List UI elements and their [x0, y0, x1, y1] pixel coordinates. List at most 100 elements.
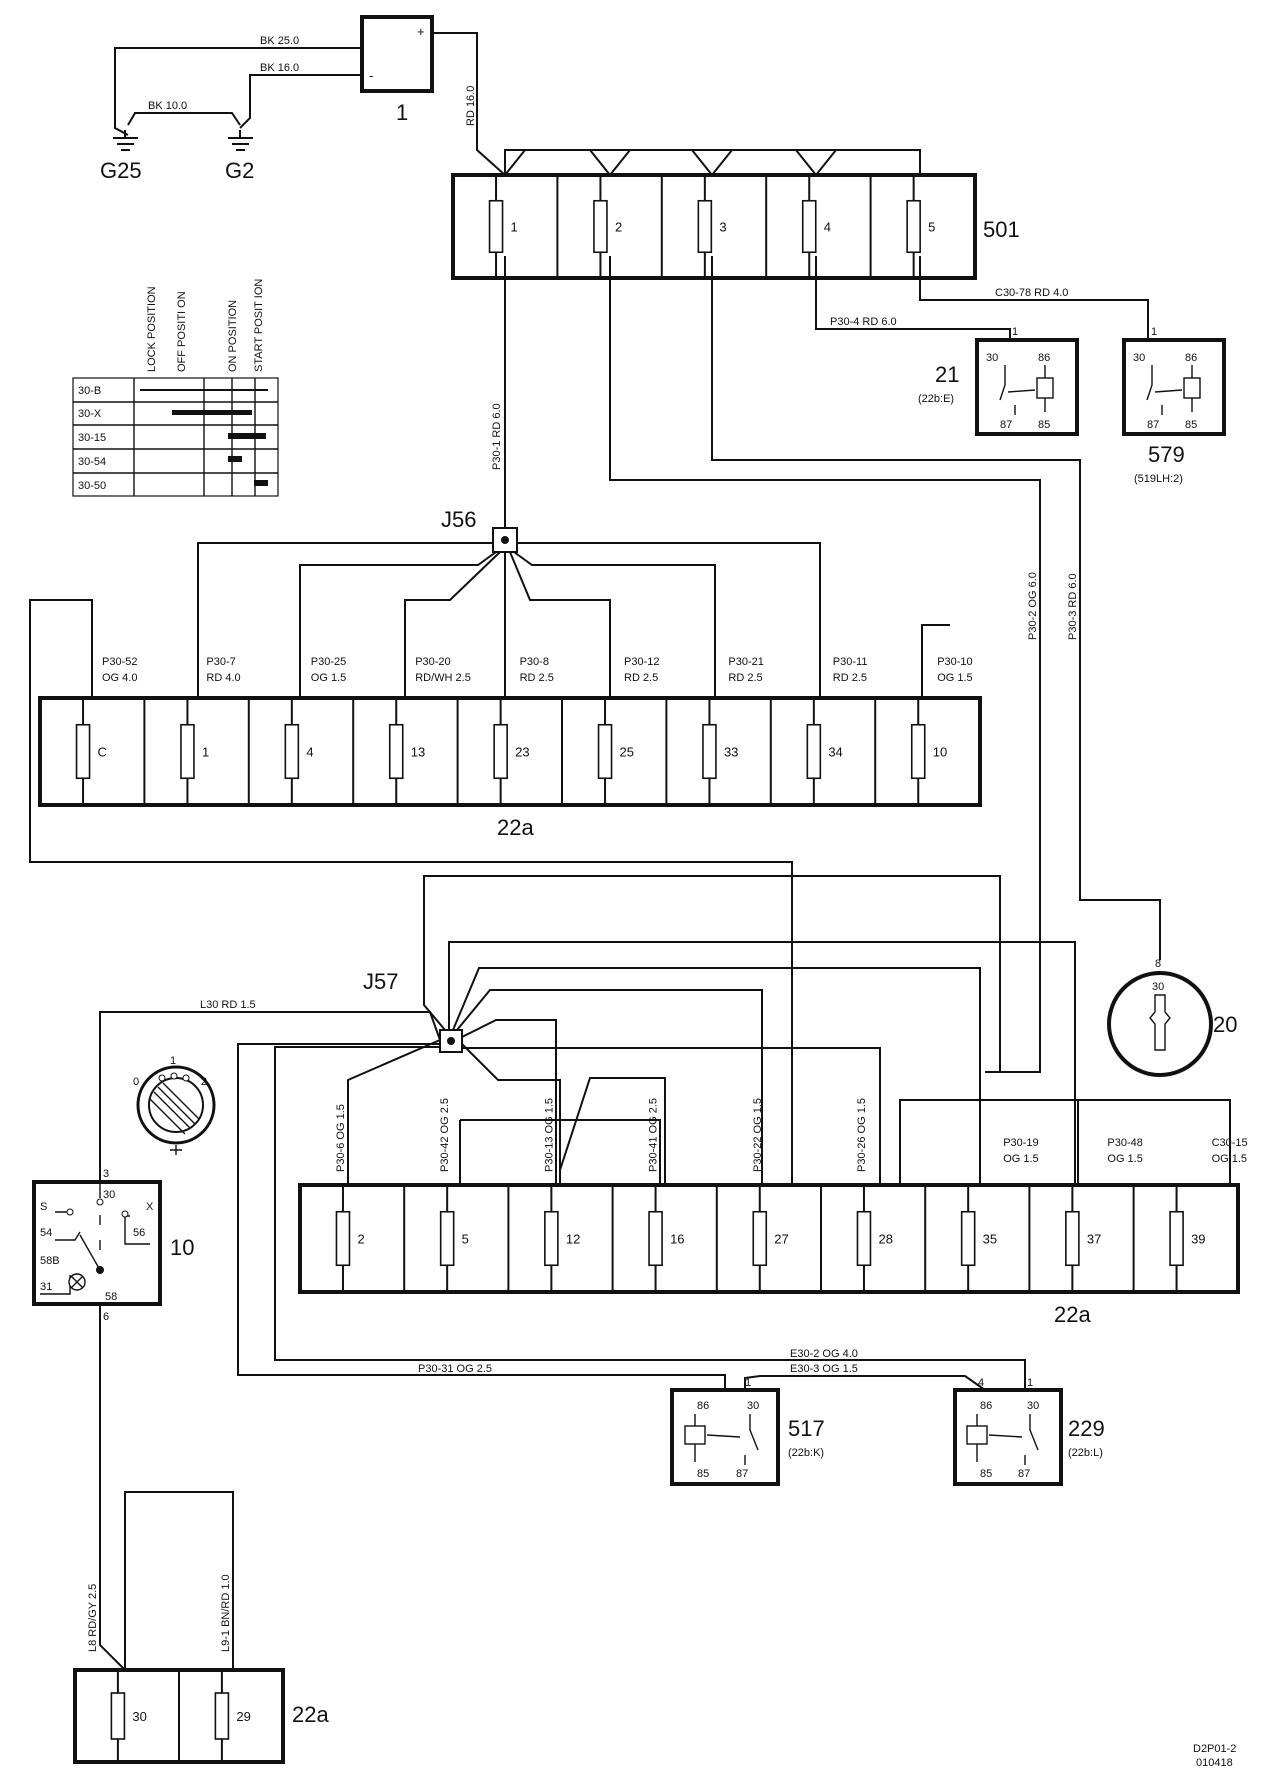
- wire-rd16-label: RD 16.0: [465, 86, 477, 126]
- fusebox-22a-top-fuse-number: 1: [202, 745, 209, 760]
- fusebox-22a-bottom-fuse-number: 5: [462, 1232, 469, 1247]
- relay-21-coil-icon: [1036, 377, 1054, 399]
- junction-j57-label: J57: [363, 969, 398, 994]
- fusebox-22a-bottom-wire-code: C30-15: [1212, 1137, 1248, 1149]
- fusebox-22a-top-fuse-number: 33: [724, 745, 738, 760]
- relay-517-pin-86: 86: [697, 1400, 709, 1412]
- wire-rd16: [432, 32, 506, 176]
- fusebox-22a-bottom-wire-label: P30-13 OG 1.5: [543, 1098, 555, 1172]
- ground-g2-icon: [228, 130, 253, 151]
- ground-g25-label: G25: [100, 158, 142, 183]
- fusebox-22a-bottom-wire-label: P30-41 OG 2.5: [648, 1098, 660, 1172]
- fusebox-22a-top-fuse-number: 13: [411, 745, 425, 760]
- fusebox-22a-top-fuse-8-icon: [910, 723, 926, 780]
- wire-c30-78: [919, 256, 1149, 340]
- wire-p30-2-label: P30-2 OG 6.0: [1027, 572, 1039, 640]
- relay-579-pin-85: 85: [1185, 419, 1197, 431]
- fusebox-22a-top-wire-spec: RD 4.0: [206, 672, 240, 684]
- relay-579-pin-30: 30: [1133, 352, 1145, 364]
- relay-579-ref: (519LH:2): [1134, 473, 1183, 485]
- fusebox-22a-bottom-fuse-3-icon: [648, 1210, 663, 1267]
- fusebox-22a-top-wire-code: P30-10: [937, 656, 972, 668]
- relay-229-switch-icon: [976, 1414, 1039, 1465]
- ground-g2-label: G2: [225, 158, 254, 183]
- fusebox-22a-bottom-wire-code: P30-48: [1107, 1137, 1142, 1149]
- wire-l8: [99, 1304, 126, 1671]
- wire-p30-31-label: P30-31 OG 2.5: [418, 1363, 492, 1375]
- footer-date: 010418: [1196, 1757, 1233, 1769]
- relay-517-pin-85: 85: [697, 1468, 709, 1480]
- relay-21-ref: (22b:E): [918, 393, 954, 405]
- fusebox-22a-bottom-fuse-8-icon: [1169, 1210, 1184, 1267]
- fusebox-22a-bottom-fuse-number: 16: [670, 1232, 684, 1247]
- fusebox-22a-bottom-fuse-number: 37: [1087, 1232, 1101, 1247]
- fusebox-22a-bottom-fuse-number: 12: [566, 1232, 580, 1247]
- relay-579-frame: [1122, 338, 1226, 436]
- switch-10-pin-31: 31: [40, 1281, 52, 1293]
- fusebox-22a-bottom-frame: [298, 1183, 1240, 1294]
- switch-10-label: 10: [170, 1235, 194, 1260]
- fusebox-22a-bottom-wire-label: P30-42 OG 2.5: [439, 1098, 451, 1172]
- switch-10-pin-58b: 58B: [40, 1255, 60, 1267]
- fusebox-501-fuse-2-icon: [697, 199, 713, 254]
- fusebox-22a-top-fuse-0-icon: [75, 723, 91, 780]
- wire-bk25-label: BK 25.0: [260, 35, 299, 47]
- battery-label: 1: [396, 100, 408, 125]
- key-switch-pos-1: 1: [170, 1055, 176, 1067]
- key-switch-pos-2: 2: [201, 1076, 207, 1088]
- fusebox-22a-top-wire-code: P30-12: [624, 656, 659, 668]
- ignition-row-30-50: 30-50: [78, 480, 106, 492]
- ground-g25-icon: [113, 130, 138, 151]
- fusebox-22a-top-fuse-7-icon: [806, 723, 822, 780]
- footer-code: D2P01-2: [1193, 1743, 1236, 1755]
- fusebox-22a-small-fuse-0-icon: [110, 1692, 126, 1740]
- wire-l9-1: [124, 1491, 234, 1670]
- fusebox-22a-bottom-fuse-number: 35: [983, 1232, 997, 1247]
- fusebox-501-bus: [504, 149, 921, 176]
- key-icon: [1149, 994, 1171, 1051]
- fusebox-501-fuse-number: 1: [511, 220, 518, 235]
- fusebox-22a-top-wire-spec: OG 4.0: [102, 672, 137, 684]
- fusebox-22a-bottom-wire-spec: OG 1.5: [1212, 1153, 1247, 1165]
- fusebox-22a-top-fuse-number: 23: [515, 745, 529, 760]
- fusebox-22a-top-wire-code: P30-7: [206, 656, 235, 668]
- wire-l30-label: L30 RD 1.5: [200, 999, 256, 1011]
- relay-229-pin-30: 30: [1027, 1400, 1039, 1412]
- relay-229-ref: (22b:L): [1068, 1447, 1103, 1459]
- relay-21: 1 30 86 87 85 21 (22b:E): [918, 326, 1079, 436]
- relay-229-pin-86: 86: [980, 1400, 992, 1412]
- fusebox-501-fuse-number: 3: [719, 220, 726, 235]
- wire-bk16: [239, 74, 362, 129]
- junction-j56: J56: [197, 507, 821, 722]
- ignition-switch-20-label: 20: [1213, 1012, 1237, 1037]
- fusebox-22a-top-wire-spec: OG 1.5: [937, 672, 972, 684]
- wire-l8-label: L8 RD/GY 2.5: [87, 1584, 99, 1652]
- fusebox-22a-top-wire-spec: RD 2.5: [624, 672, 658, 684]
- ignition-col-on: ON POSITION: [227, 300, 239, 372]
- fusebox-22a-top-wire-code: P30-25: [311, 656, 346, 668]
- wire-p30-1-label: P30-1 RD 6.0: [491, 403, 503, 470]
- fusebox-22a-bottom-wire-spec: OG 1.5: [1003, 1153, 1038, 1165]
- switch-10-pin-s: S: [40, 1201, 47, 1213]
- ignition-row-30b: 30-B: [78, 385, 101, 397]
- fusebox-22a-bottom-fuse-6-icon: [960, 1210, 976, 1267]
- wire-e30-3-label: E30-3 OG 1.5: [790, 1363, 858, 1375]
- wire-l30: [99, 1011, 441, 1180]
- fusebox-22a-small-label: 22a: [292, 1702, 329, 1727]
- relay-579: 1 30 86 87 85 579 (519LH:2): [1122, 326, 1226, 485]
- fusebox-501-fuse-number: 2: [615, 220, 622, 235]
- wire-l9-1-label: L9-1 BN/RD 1.0: [220, 1574, 232, 1652]
- fusebox-22a-bottom-fuse-number: 2: [357, 1232, 364, 1247]
- relay-21-frame: [975, 338, 1079, 436]
- fusebox-22a-top-frame: [38, 696, 982, 807]
- fusebox-501-fuse-number: 4: [824, 220, 831, 235]
- wire-e30-2-label: E30-2 OG 4.0: [790, 1348, 858, 1360]
- fusebox-22a-top-wire-spec: OG 1.5: [311, 672, 346, 684]
- fusebox-22a-top-fuse-number: C: [98, 745, 107, 760]
- switch-10-pin-30: 30: [103, 1189, 115, 1201]
- relay-21-pin-86: 86: [1038, 352, 1050, 364]
- wire-p30-4: [815, 256, 1011, 340]
